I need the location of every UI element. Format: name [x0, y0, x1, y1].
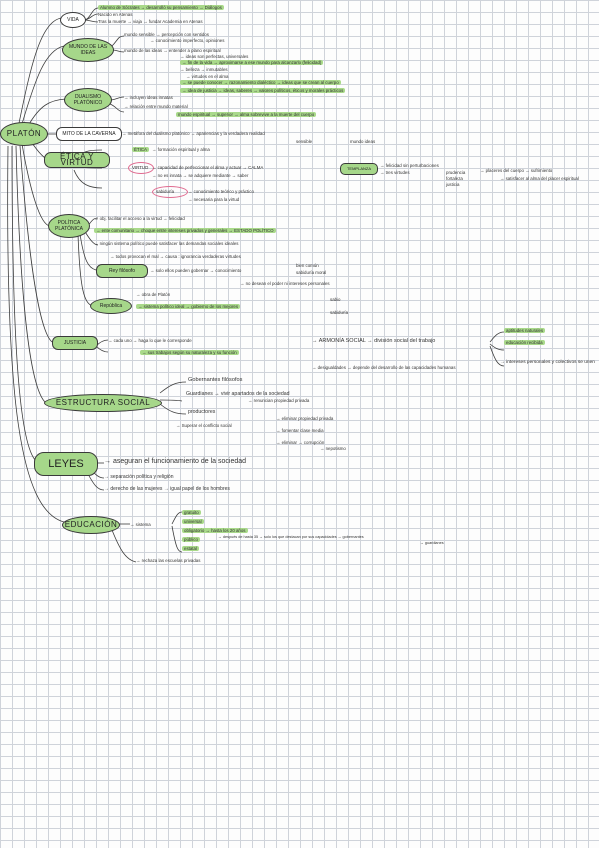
root-node: PLATÓN [0, 122, 48, 146]
politica-line-1: → obj. facilitar el acceso a la virtud →… [94, 216, 185, 221]
virtud-circle [128, 162, 154, 174]
node-mito-caverna: MITO DE LA CAVERNA [56, 127, 122, 141]
etica-line-5: → necesaria para la virtud [188, 197, 240, 202]
estructura-line-8: → eliminar → corrupción [276, 440, 325, 445]
rey-line-4: → no desean el poder ni intereses person… [240, 281, 330, 286]
etica-line-2: → capacidad de perfeccionar el alma y ac… [152, 165, 264, 170]
node-templanza: TEMPLANZA [340, 163, 378, 175]
rep-line-3: sabio [330, 297, 341, 302]
educacion-line-7: → después de hasta 35 → solo los que des… [218, 535, 364, 539]
educacion-line-1: → sistema [130, 522, 151, 527]
etica-bien-2: → satisfacer al alma del placer espiritu… [500, 176, 579, 181]
justicia-line-4: → desigualdades → depende del desarrollo… [312, 365, 456, 370]
dualismo-line-2: → relación entre mundo material [124, 104, 188, 109]
politica-line-4: → todos provocan el mal → causa : ignora… [110, 254, 241, 259]
educacion-line-9: → rechaza las escuelas privadas [136, 558, 201, 563]
estructura-line-2: Guardianes → vivir apartados de la socie… [186, 391, 290, 397]
estructura-line-5: → Superar el conflicto social [176, 423, 232, 428]
ideas-line-9: → idea de justicia → ideas, saberes → va… [180, 88, 346, 93]
educacion-line-2: gratuito [182, 510, 201, 515]
etica-side-1: → felicidad sin perturbaciones [380, 163, 439, 168]
estructura-line-1: Gobernantes filósofos [188, 377, 243, 383]
politica-line-2: → ente comunitario → choque entre intere… [94, 228, 276, 233]
virtud-label: VIRTUD [132, 165, 149, 170]
ideas-line-8: → se puede conocer → razonamiento dialéc… [180, 80, 341, 85]
rey-line-2: bien común [296, 263, 319, 268]
educacion-line-3: universal [182, 519, 204, 524]
etica-line-4: → conocimiento teórico y práctico [188, 189, 254, 194]
sabiduria-circle [152, 186, 188, 198]
justicia-line-5: aptitudes naturales [504, 328, 546, 333]
ideas-line-3: mundo de las ideas → entender a plano es… [124, 48, 221, 53]
estructura-line-4: productores [188, 409, 216, 415]
etica-bien-1: → placeres del cuerpo → sufrimiento [480, 168, 553, 173]
node-republica: República [90, 298, 132, 314]
etica-line-1: → formación espiritual y alma [152, 147, 210, 152]
ideas-line-7: → virtudes en el alma [186, 74, 229, 79]
node-etica-virtud: ÉTICA Y VIRTUD [44, 152, 110, 168]
node-vida: VIDA [60, 12, 86, 28]
node-mundo-ideas: MUNDO DE LAS IDEAS [62, 38, 114, 62]
vida-line-1: Alumno de Sócrates → desarrolló su pensa… [98, 5, 224, 10]
node-rey-filosofo: Rey filósofo [96, 264, 148, 278]
dualismo-line-1: → incluyen ideas innatas [124, 95, 173, 100]
estructura-line-6: → eliminar propiedad privada [276, 416, 334, 421]
node-estructura-social: ESTRUCTURA SOCIAL [44, 394, 162, 412]
ideas-line-2: → conocimiento imperfecto, opiniones [150, 38, 225, 43]
etica-side-2: → tres virtudes [380, 170, 410, 175]
etica-side-3: prudencia [446, 170, 466, 175]
ideas-line-6: → belleza → inmutables [180, 67, 228, 72]
justicia-line-6: educación recibida [504, 340, 545, 345]
justicia-line-2: → sus trabajos según su naturaleza y su … [140, 350, 239, 355]
educacion-line-8: → guardianes [420, 541, 444, 545]
estructura-line-7: → fomentar clase media [276, 428, 324, 433]
justicia-line-1: → cada uno → haga lo que le corresponde [108, 338, 192, 343]
rep-line-2: → sistema político ideal → gobierno de l… [136, 304, 241, 309]
node-dualismo: DUALISMO PLATÓNICO [64, 88, 112, 112]
etica-label: ÉTICA [132, 147, 149, 152]
mito-line-2: sensible [296, 139, 313, 144]
educacion-line-4: obligatorio → hasta los 20 años [182, 528, 248, 533]
rey-line-1: → solo ellos pueden gobernar → conocimie… [150, 268, 242, 273]
rey-line-3: sabiduría moral [296, 270, 327, 275]
dualismo-line-3: mundo espiritual → superior → alma sobre… [176, 112, 317, 117]
leyes-line-1: → aseguran el funcionamiento de la socie… [104, 458, 247, 465]
estructura-line-3: → renuncian propiedad privada [248, 398, 310, 403]
rep-line-4: sabiduría [330, 310, 349, 315]
etica-side-4: fortaleza [446, 176, 463, 181]
leyes-line-2: → separación política y religión [104, 474, 174, 480]
estructura-line-9: → nepotismo [320, 446, 346, 451]
justicia-line-3: → ARMONÍA SOCIAL → división social del t… [312, 338, 436, 344]
educacion-line-6: estatal [182, 546, 199, 551]
justicia-line-7: → intereses personales y colectivos se u… [500, 360, 595, 365]
mito-line-1: → metáfora del dualismo platónico → apar… [122, 131, 265, 136]
sabiduria-label: sabiduría [156, 189, 175, 194]
ideas-line-5: → fin de la vida → aproximarse a ese mun… [180, 60, 324, 65]
vida-line-2: Nacido en Atenas [98, 12, 133, 17]
vida-line-3: Tras la muerte → viaja → fundar Academia… [98, 19, 203, 24]
leyes-line-3: → derecho de las mujeres → igual papel d… [104, 486, 230, 492]
etica-side-5: justicia [446, 182, 460, 187]
politica-line-3: → ningún sistema político puede satisfac… [94, 241, 239, 246]
ideas-line-1: mundo sensible → percepción con sentidos [124, 32, 209, 37]
educacion-line-5: público [182, 537, 200, 542]
ideas-line-4: → ideas son perfectas, universales [180, 54, 249, 59]
node-justicia: JUSTICIA [52, 336, 98, 350]
etica-line-3: → no es innata → se adquiere mediante → … [152, 173, 249, 178]
node-leyes: LEYES [34, 452, 98, 476]
mito-line-3: mundo ideas [350, 139, 376, 144]
node-educacion: EDUCACIÓN [62, 516, 120, 534]
node-politica: POLÍTICA PLATÓNICA [48, 214, 90, 238]
rep-line-1: → obra de Platón [136, 292, 171, 297]
